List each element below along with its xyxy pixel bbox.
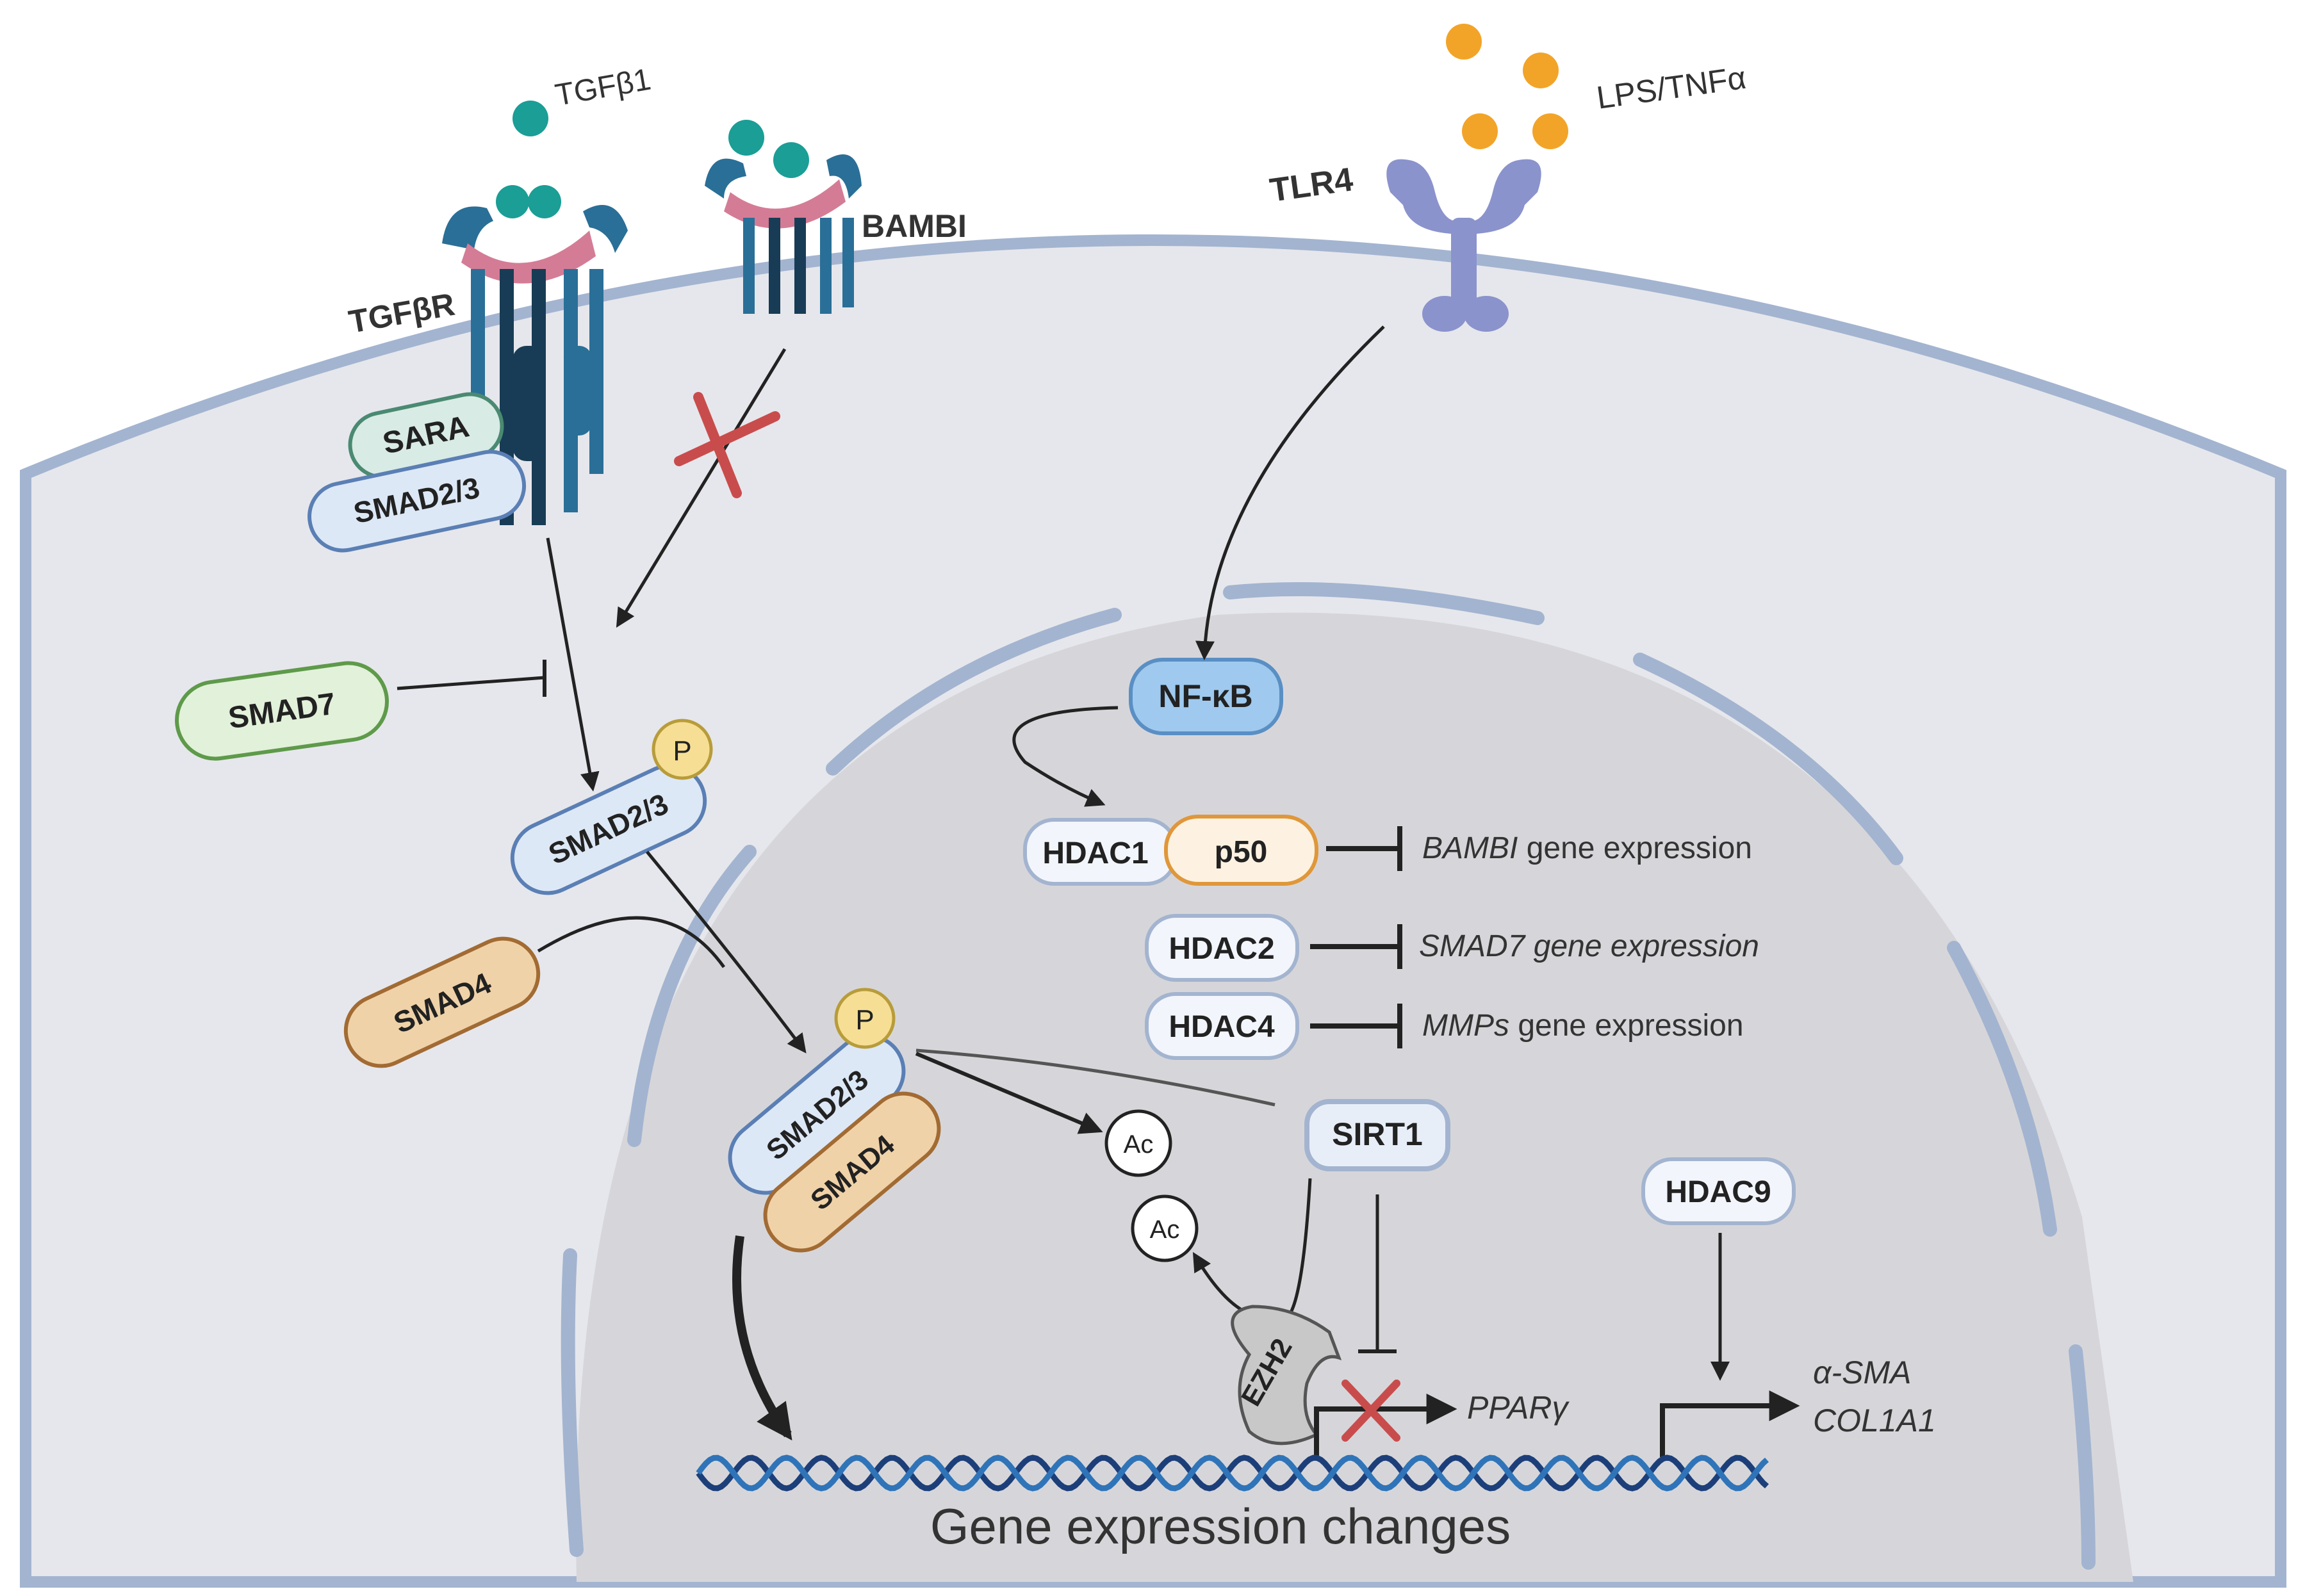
phospho-1-badge [652, 719, 713, 780]
smad23-to-complex-arrow [646, 851, 807, 1054]
col1a1-text: COL1A1 [1813, 1403, 1936, 1438]
hdac9-label: HDAC9 [1665, 1175, 1771, 1209]
gene-expression-changes-label: Gene expression changes [930, 1498, 1511, 1554]
tgfb1-label: TGFβ1 [553, 63, 653, 113]
phospho-1-label: P [673, 735, 691, 767]
smad7-inhibit-line [397, 676, 545, 690]
sirt1-protein: SIRT1 [1304, 1099, 1450, 1171]
nfkb-label: NF-κB [1158, 678, 1252, 714]
acetyl-1-badge [1104, 1109, 1172, 1177]
complex-to-ac-arrow [915, 1052, 1103, 1134]
smad4-free: SMAD4 [343, 936, 541, 1068]
p50-protein: p50 [1164, 815, 1318, 886]
acetyl-2-badge [1131, 1194, 1199, 1262]
ppar-block-x [1341, 1380, 1400, 1442]
asma-promoter-arrow [1660, 1390, 1800, 1457]
bambi-expression-text: BAMBI gene expression [1422, 831, 1752, 865]
bambi-receptor [705, 120, 862, 314]
hdac1-label: HDAC1 [1042, 836, 1148, 870]
smad7-expression-text: SMAD7 gene expression [1419, 929, 1759, 963]
ppar-promoter-arrow [1314, 1394, 1457, 1457]
tlr4-to-nfkb-arrow [1195, 325, 1385, 660]
bambi-label: BAMBI [862, 208, 967, 244]
ezh2-protein: EZH2 [1231, 1305, 1342, 1445]
lps-tnfa-ligands [1446, 24, 1568, 149]
nuclear-envelope [561, 582, 2096, 1570]
sirt1-label: SIRT1 [1332, 1116, 1423, 1152]
bambi-arrow [616, 348, 787, 628]
tlr4-receptor [1386, 159, 1541, 332]
tgfb1-ligand [513, 101, 548, 136]
mmps-expression-text: MMPs gene expression [1422, 1009, 1744, 1043]
dna-helix [696, 1454, 1769, 1492]
lps-tnfa-label: LPS/TNFα [1595, 60, 1748, 116]
bambi-block-x [674, 392, 780, 498]
complex-sirt1-line [915, 1048, 1276, 1107]
smad4-to-complex-path [537, 916, 726, 968]
acetyl-1-label: Ac [1124, 1130, 1154, 1159]
ppar-text: PPARγ [1467, 1390, 1570, 1426]
hdac2-label: HDAC2 [1169, 932, 1274, 966]
hdac2-protein: HDAC2 [1145, 914, 1299, 982]
hdac1-protein: HDAC1 [1023, 818, 1177, 886]
nucleus [576, 612, 2134, 1582]
hdac9-protein: HDAC9 [1641, 1157, 1796, 1225]
p50-label: p50 [1215, 835, 1268, 869]
phospho-2-badge [834, 988, 896, 1049]
nfkb-protein: NF-κB [1129, 658, 1283, 735]
smad23-membrane: SMAD2/3 [307, 450, 527, 553]
asma-text: α-SMA [1813, 1355, 1912, 1390]
hdac4-label: HDAC4 [1169, 1010, 1275, 1044]
phospho-2-label: P [855, 1004, 874, 1036]
acetyl-2-label: Ac [1150, 1216, 1180, 1244]
smad23-activation-arrow [546, 537, 600, 792]
nfkb-to-hdac1-arrow [1012, 706, 1119, 807]
complex-to-dna-arrow [732, 1235, 792, 1441]
smad7-protein: SMAD7 [175, 661, 389, 761]
hdac4-protein: HDAC4 [1145, 992, 1299, 1060]
tgfbr-receptor [442, 185, 628, 525]
tlr4-label: TLR4 [1268, 161, 1356, 209]
